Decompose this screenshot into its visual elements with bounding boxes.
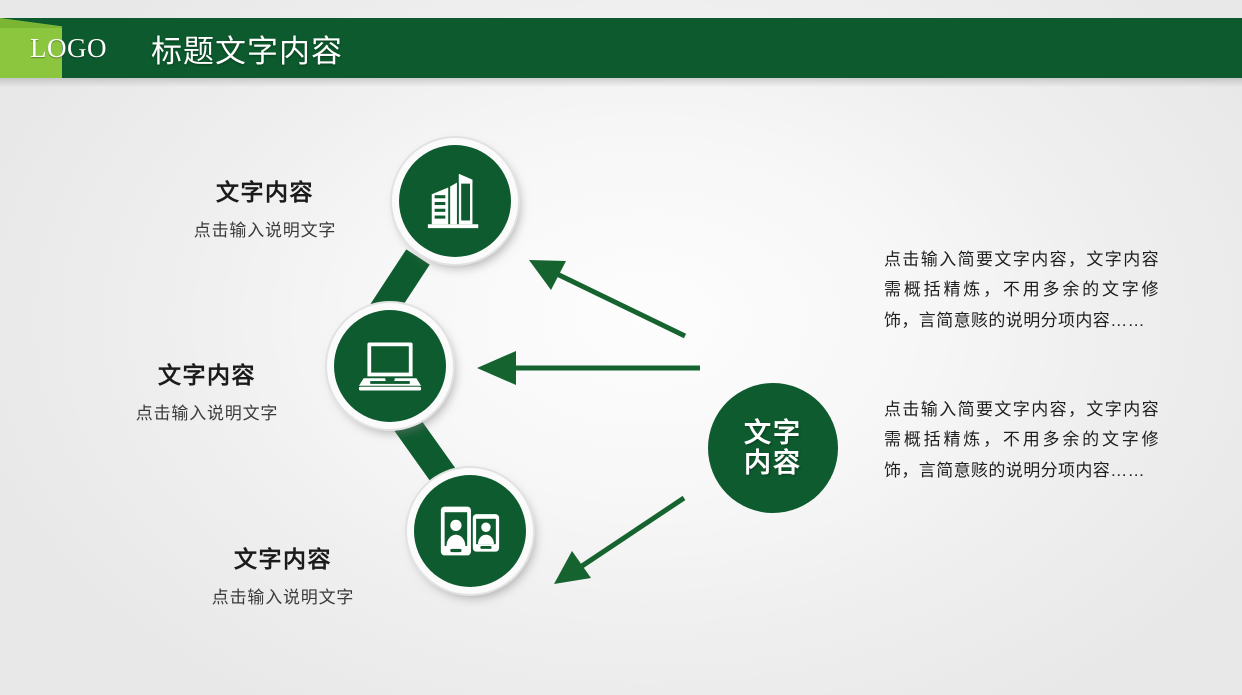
diagram-area: 文字 内容 文字内容 点击输入说明文字 文字内容 点击输入说明文字 文字内容 点… [0,78,1242,695]
node-circle-bottom[interactable] [414,475,526,587]
arrow-to-top-node [529,260,687,339]
center-label-line1: 文字 [744,417,802,448]
node-circle-top[interactable] [399,145,511,257]
arrow-to-middle-node [477,351,700,385]
arrow-to-bottom-node [554,495,686,584]
building-icon [424,170,486,232]
label-subtitle-bottom: 点击输入说明文字 [211,588,355,607]
label-block-middle: 文字内容 点击输入说明文字 [92,356,322,424]
circle-ring-outlines [326,137,534,595]
label-subtitle-top: 点击输入说明文字 [193,221,337,240]
label-block-top: 文字内容 点击输入说明文字 [150,173,380,241]
header-accent-shadow [0,18,62,28]
label-subtitle-middle: 点击输入说明文字 [135,404,279,423]
label-title-top: 文字内容 [216,179,314,205]
page-title: 标题文字内容 [151,33,343,69]
header-accent-shape [0,18,62,78]
description-paragraph-2: 点击输入简要文字内容，文字内容需概括精炼，不用多余的文字修饰，言简意赅的说明分项… [884,400,1159,480]
mobile-contacts-icon [439,502,501,560]
logo-text: LOGO [30,32,107,63]
description-paragraph-1: 点击输入简要文字内容，文字内容需概括精炼，不用多余的文字修饰，言简意赅的说明分项… [884,250,1159,330]
label-title-bottom: 文字内容 [234,546,332,572]
laptop-icon [358,337,422,395]
center-label-line2: 内容 [744,448,802,478]
label-title-middle: 文字内容 [158,362,256,388]
label-block-bottom: 文字内容 点击输入说明文字 [168,540,398,608]
header-band [0,18,1242,87]
header-text-group: LOGO 标题文字内容 [30,18,343,78]
node-circle-middle[interactable] [334,310,446,422]
node-circle-center[interactable]: 文字 内容 [708,383,838,513]
